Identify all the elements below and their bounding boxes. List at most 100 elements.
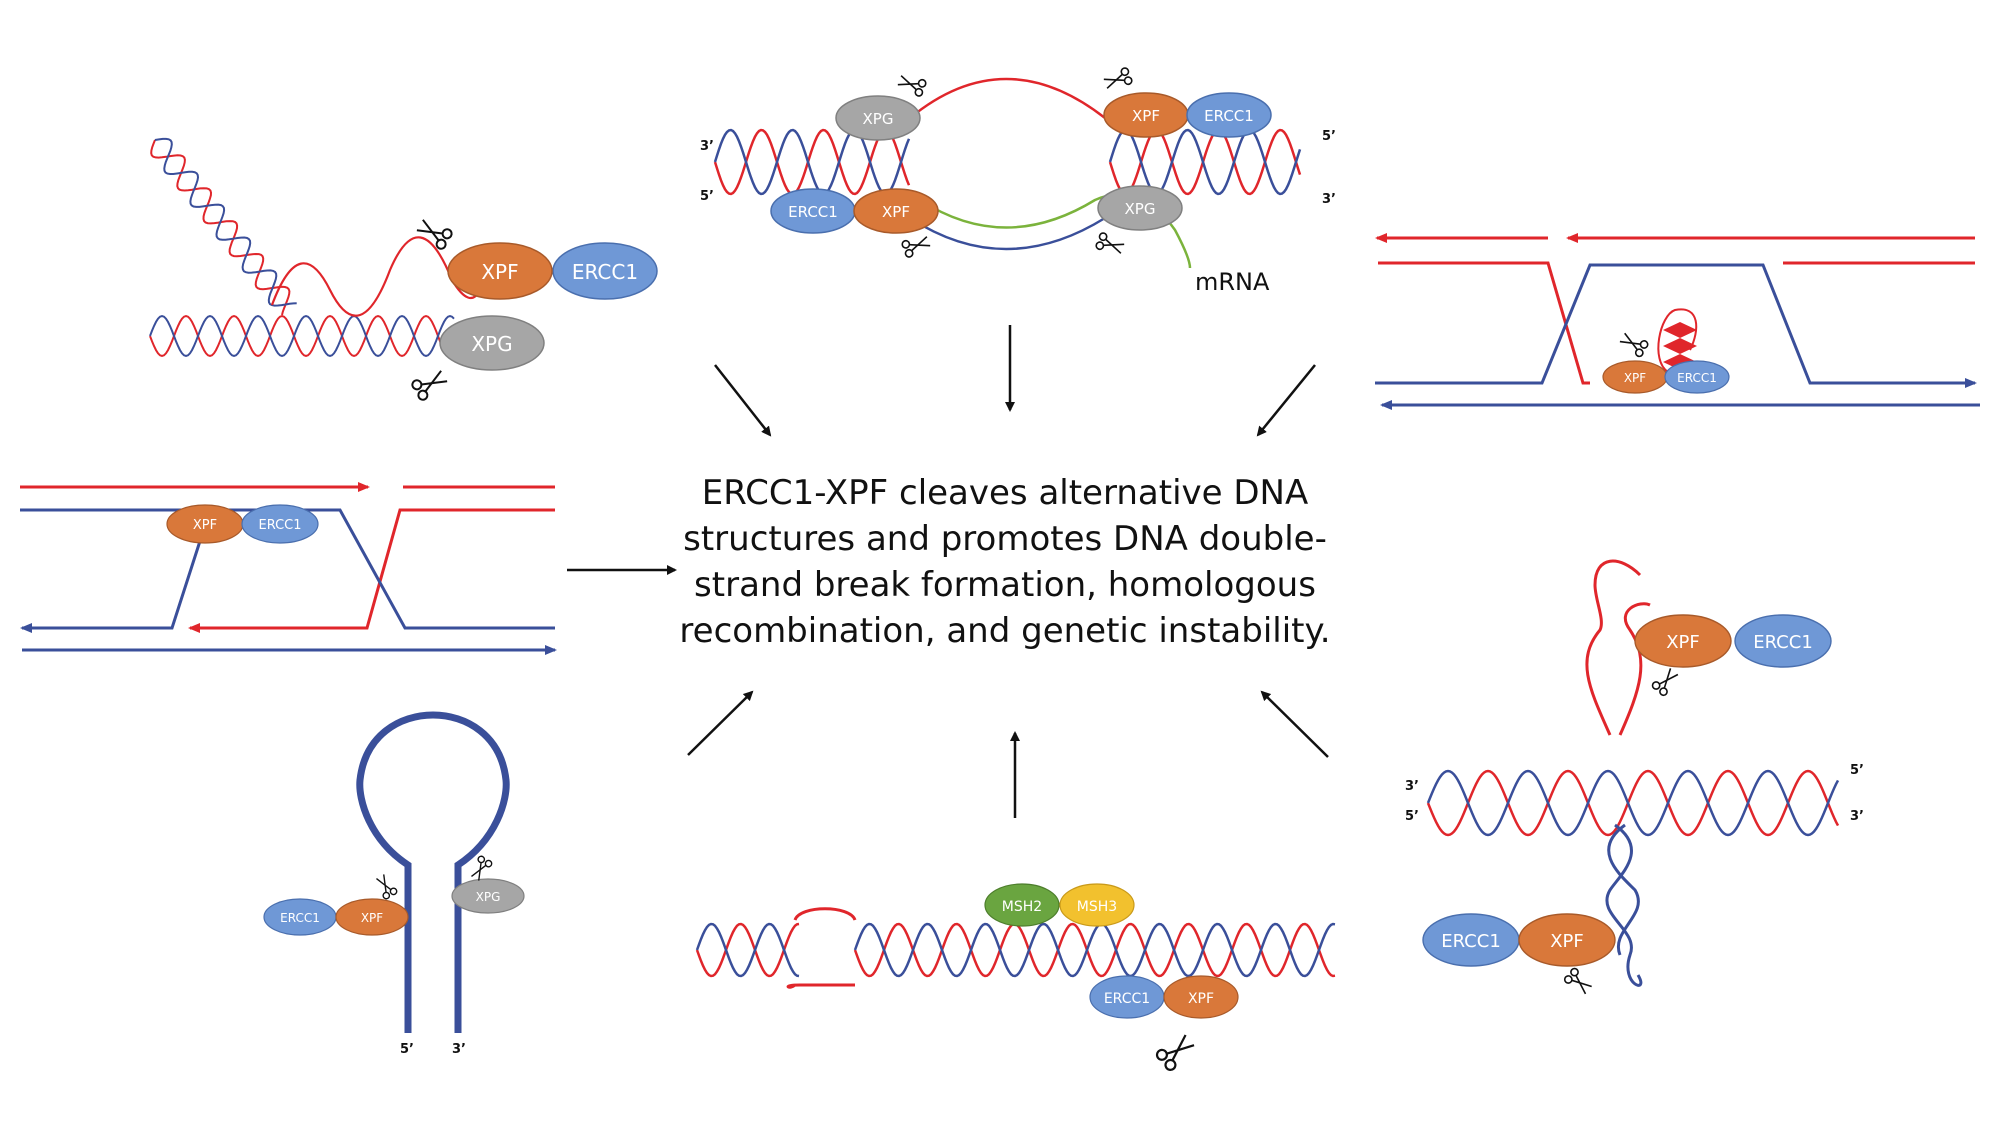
p2-duplexes bbox=[713, 128, 1302, 196]
p6-xpf-label: XPF bbox=[1188, 991, 1214, 1007]
p5-xpf: XPF bbox=[335, 898, 409, 936]
pathway-arrows bbox=[567, 325, 1329, 818]
p5-five-prime: 5’ bbox=[400, 1042, 414, 1057]
p1-ercc1: ERCC1 bbox=[552, 242, 658, 300]
p5-hairpin-strand bbox=[356, 711, 510, 1033]
p2-xpf-right: XPF bbox=[1103, 92, 1189, 138]
scissors-icon bbox=[1153, 1030, 1199, 1074]
p3-blue-upper bbox=[1375, 263, 1977, 388]
p2-end-label: 3’ bbox=[700, 139, 714, 154]
p2-bubble-red bbox=[909, 77, 1106, 119]
p2-xpf-right-label: XPF bbox=[1132, 107, 1160, 125]
p7-duplex bbox=[1426, 769, 1840, 837]
dna-strand bbox=[695, 922, 800, 978]
p2-end-label: 5’ bbox=[700, 189, 714, 204]
p6-xpf: XPF bbox=[1163, 975, 1239, 1019]
p4-blue-lower bbox=[20, 509, 212, 633]
dna-strand bbox=[1426, 769, 1840, 837]
arrow-bottom-left bbox=[687, 690, 754, 756]
p6-msh3-label: MSH3 bbox=[1077, 899, 1117, 915]
dna-strand bbox=[150, 139, 291, 316]
dna-strand bbox=[713, 128, 911, 196]
p3-red-lower bbox=[1378, 261, 1590, 385]
scissors-icon bbox=[373, 872, 399, 901]
p6-msh2-label: MSH2 bbox=[1002, 899, 1042, 915]
panel-hairpin: 5’ 3’ ERCC1 XPF XPG bbox=[263, 711, 525, 1057]
panel-loop-out: MSH2 MSH3 ERCC1 XPF bbox=[695, 883, 1336, 1074]
p7-xpf-top-label: XPF bbox=[1666, 632, 1700, 653]
p3-xpf: XPF bbox=[1602, 360, 1668, 394]
p4-xpf: XPF bbox=[166, 504, 244, 544]
p2-end-label: 5’ bbox=[1322, 129, 1336, 144]
p4-red-strand bbox=[188, 508, 555, 633]
panel-cruciform: 3’ 5’ 5’ 3’ XPF ERCC1 ERCC1 XPF bbox=[1405, 559, 1864, 998]
p2-xpf-left-label: XPF bbox=[882, 203, 910, 221]
scissors-icon bbox=[1101, 66, 1134, 93]
p6-duplex bbox=[695, 907, 1336, 989]
p1-xpf-label: XPF bbox=[481, 260, 518, 284]
p5-three-prime: 3’ bbox=[452, 1042, 466, 1057]
scissors-icon bbox=[1617, 329, 1650, 359]
p2-xpf-left: XPF bbox=[853, 188, 939, 234]
p2-ercc1-left-label: ERCC1 bbox=[788, 203, 838, 221]
p1-xpf: XPF bbox=[447, 242, 553, 300]
p6-ercc1-label: ERCC1 bbox=[1104, 991, 1150, 1007]
p7-bottom-arm-2 bbox=[1607, 823, 1640, 956]
arrow-bottom-right bbox=[1260, 690, 1329, 758]
scissors-icon bbox=[895, 71, 928, 98]
scissors-icon bbox=[1650, 665, 1682, 698]
central-statement: ERCC1-XPF cleaves alternative DNA struct… bbox=[679, 473, 1331, 651]
panel-flap-structure: ERCC1 XPF XPG bbox=[149, 137, 658, 403]
scissors-icon bbox=[1562, 966, 1595, 998]
p3-xpf-label: XPF bbox=[1624, 371, 1646, 385]
p6-msh2: MSH2 bbox=[984, 883, 1060, 927]
p1-ercc1-label: ERCC1 bbox=[572, 260, 638, 284]
p2-ercc1-left: ERCC1 bbox=[770, 188, 856, 234]
p7-bottom-arm bbox=[1605, 823, 1643, 987]
dna-strand bbox=[695, 922, 800, 978]
p6-msh3: MSH3 bbox=[1059, 883, 1135, 927]
scissors-icon bbox=[409, 365, 451, 403]
p2-bubble-blue bbox=[909, 216, 1106, 251]
p3-ercc1-label: ERCC1 bbox=[1677, 371, 1717, 385]
p1-xpg: XPG bbox=[439, 315, 545, 371]
p2-xpg-right: XPG bbox=[1097, 185, 1183, 231]
p5-xpg-label: XPG bbox=[476, 890, 501, 904]
p7-xpf-top: XPF bbox=[1634, 614, 1732, 668]
dna-strand bbox=[1426, 769, 1840, 837]
dna-strand bbox=[786, 907, 857, 989]
scissors-icon bbox=[1094, 231, 1127, 258]
p2-xpg-left: XPG bbox=[835, 95, 921, 141]
dna-strand bbox=[154, 137, 297, 307]
dna-strand bbox=[1108, 128, 1302, 196]
p7-end-label: 5’ bbox=[1405, 809, 1419, 824]
dna-strand bbox=[853, 922, 1336, 978]
scissors-icon bbox=[468, 854, 494, 883]
p5-xpg: XPG bbox=[451, 878, 525, 914]
p2-mrna-label: mRNA bbox=[1195, 268, 1270, 296]
scissors-icon bbox=[900, 232, 933, 259]
dna-strand bbox=[853, 922, 1336, 978]
p6-ercc1: ERCC1 bbox=[1089, 975, 1165, 1019]
p2-xpg-left-label: XPG bbox=[863, 110, 894, 128]
p5-ercc1-label: ERCC1 bbox=[280, 911, 320, 925]
arrow-top-right bbox=[1256, 364, 1316, 437]
p7-top-arm-loop-2 bbox=[1618, 602, 1651, 736]
p3-ercc1: ERCC1 bbox=[1664, 360, 1730, 394]
p2-ercc1-right-label: ERCC1 bbox=[1204, 107, 1254, 125]
p1-xpg-label: XPG bbox=[471, 332, 512, 356]
p5-ercc1: ERCC1 bbox=[263, 898, 337, 936]
panel-r-loop: mRNA 3’ 5’ 5’ 3’ XPG ERCC1 XPF XPF ERCC1… bbox=[700, 66, 1336, 296]
p7-xpf-bottom-label: XPF bbox=[1550, 931, 1584, 952]
dna-strand bbox=[149, 314, 455, 358]
p4-ercc1-label: ERCC1 bbox=[258, 518, 301, 533]
panel-strand-exchange-right: XPF ERCC1 bbox=[1375, 233, 1980, 410]
dna-strand bbox=[1108, 128, 1302, 196]
p2-ercc1-right: ERCC1 bbox=[1186, 92, 1272, 138]
p7-end-label: 3’ bbox=[1850, 809, 1864, 824]
arrow-top-left bbox=[714, 364, 772, 437]
panel-strand-exchange-left: XPF ERCC1 bbox=[20, 482, 557, 655]
p7-ercc1-top-label: ERCC1 bbox=[1753, 632, 1813, 653]
